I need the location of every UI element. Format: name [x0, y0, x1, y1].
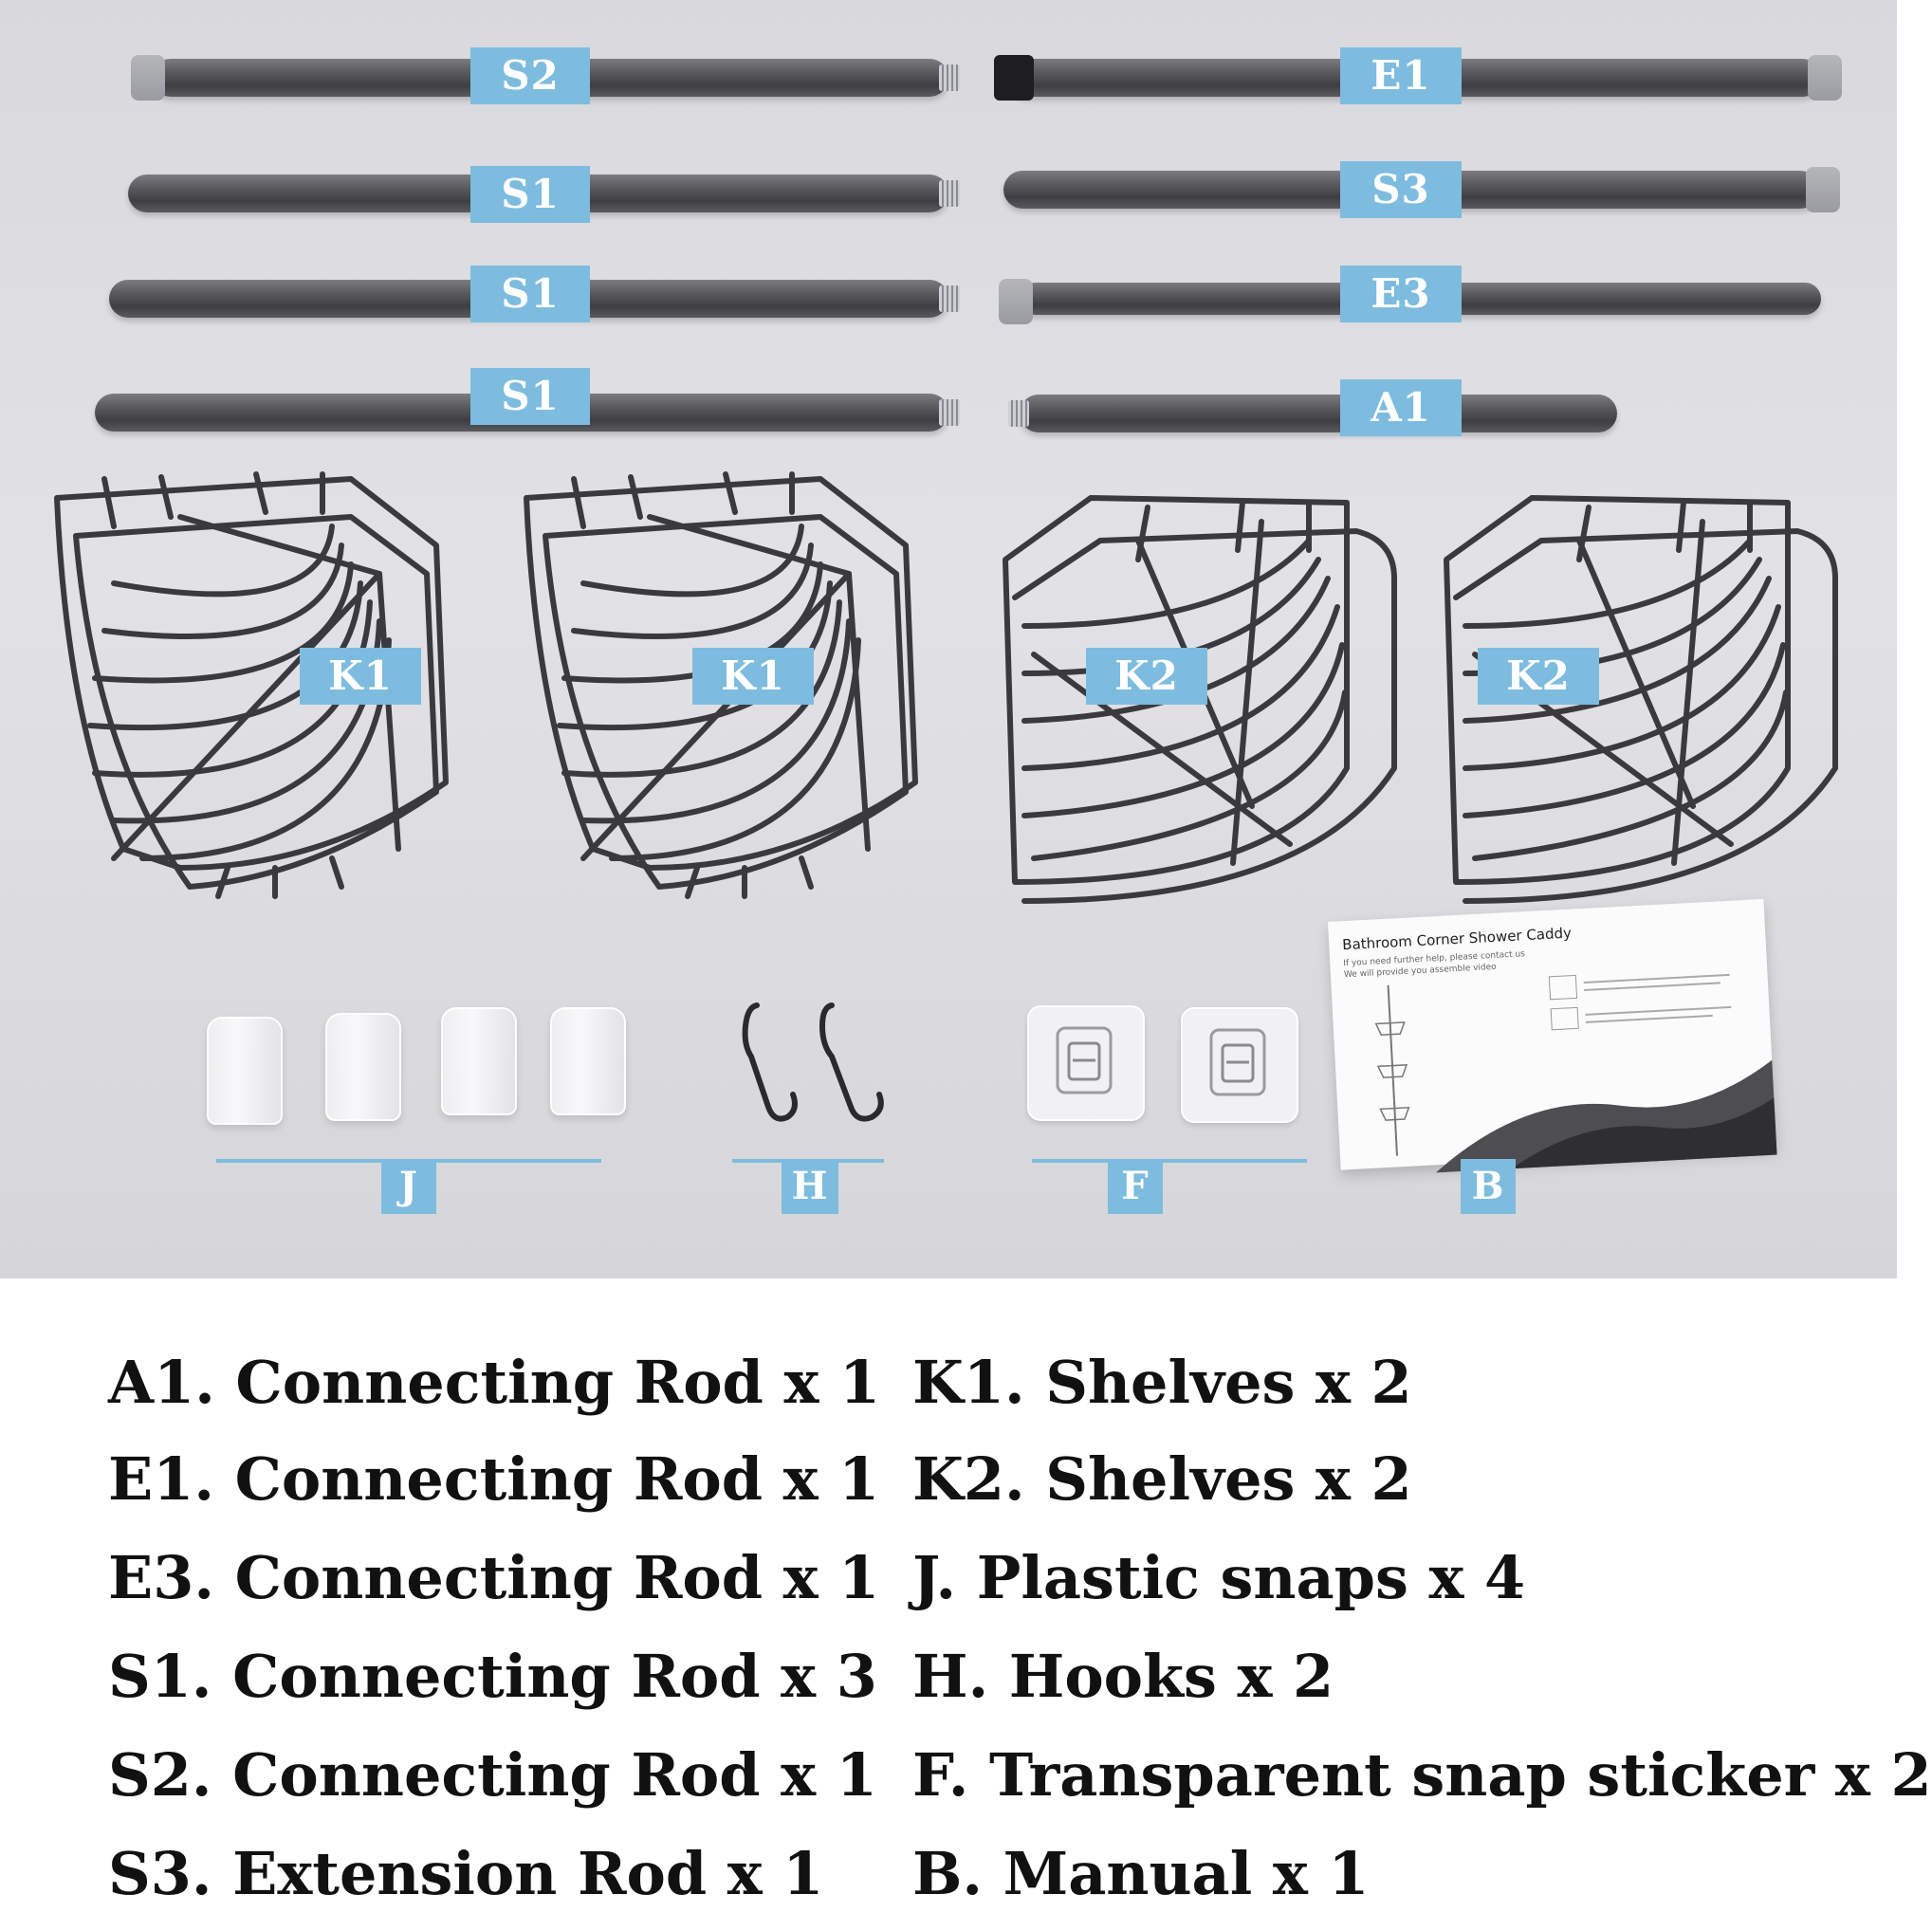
parts-legend: A1. Connecting Rod x 1 E1. Connecting Ro…	[0, 1278, 1932, 1908]
manual-booklet: Bathroom Corner Shower Caddy If you need…	[1328, 898, 1777, 1173]
manual-title: Bathroom Corner Shower Caddy	[1341, 924, 1573, 954]
rod-a1	[1008, 395, 1617, 432]
manual-illustration	[1374, 984, 1410, 1156]
rod-thread	[939, 64, 960, 91]
hook-icon	[819, 1002, 884, 1122]
plastic-snap	[550, 1007, 626, 1115]
rod-end-cap	[1806, 167, 1840, 212]
snap-sticker	[1181, 1007, 1298, 1123]
tag-h: H	[782, 1159, 838, 1214]
legend-item-b: B. Manual x 1	[912, 1839, 1370, 1908]
tag-k1-b: K1	[692, 648, 814, 705]
tag-s2: S2	[470, 47, 590, 104]
group-underline-f	[1032, 1159, 1307, 1163]
tag-s1-a: S1	[470, 166, 590, 223]
plastic-snap	[207, 1017, 283, 1125]
legend-item-s2: S2. Connecting Rod x 1	[108, 1740, 877, 1810]
rod-thread	[939, 399, 960, 426]
tag-k2-b: K2	[1478, 648, 1599, 705]
tag-k1-a: K1	[300, 648, 421, 705]
legend-item-e3: E3. Connecting Rod x 1	[108, 1543, 880, 1612]
rod-thread	[939, 285, 960, 312]
snap-sticker	[1027, 1005, 1145, 1121]
rod-thread	[939, 180, 960, 207]
legend-item-f: F. Transparent snap sticker x 2	[912, 1740, 1932, 1810]
rod-end-cap	[999, 279, 1033, 324]
rod-end-cap	[1808, 55, 1842, 101]
plastic-snap	[441, 1007, 517, 1115]
tag-a1: A1	[1340, 379, 1462, 436]
shelf-k1-a	[54, 471, 449, 899]
tag-j: J	[381, 1159, 436, 1214]
product-photo: S2 E1 S1 S3 S1 E3 S1 A1	[0, 0, 1897, 1278]
tag-k2-a: K2	[1086, 648, 1207, 705]
legend-item-k1: K1. Shelves x 2	[912, 1348, 1412, 1417]
tag-e1: E1	[1340, 47, 1462, 104]
legend-item-j: J. Plastic snaps x 4	[912, 1543, 1526, 1612]
tag-s1-c: S1	[470, 368, 590, 425]
legend-item-k2: K2. Shelves x 2	[912, 1444, 1412, 1514]
tag-b: B	[1461, 1159, 1516, 1214]
manual-info-table	[1548, 973, 1732, 1031]
sticker-clip-icon	[1056, 1026, 1113, 1094]
sticker-clip-icon	[1209, 1028, 1266, 1096]
legend-item-h: H. Hooks x 2	[912, 1642, 1334, 1711]
tag-s1-b: S1	[470, 266, 590, 322]
legend-item-a1: A1. Connecting Rod x 1	[108, 1348, 881, 1417]
shelf-k2-a	[1003, 495, 1397, 904]
rod-end-cap	[131, 55, 165, 101]
shelf-k1-b	[524, 471, 918, 899]
plastic-snap	[325, 1013, 401, 1121]
rod-thread	[1008, 400, 1029, 427]
tag-s3: S3	[1340, 161, 1462, 218]
adjust-knob-icon	[994, 55, 1034, 101]
tag-e3: E3	[1340, 266, 1462, 322]
legend-item-s3: S3. Extension Rod x 1	[108, 1839, 824, 1908]
tag-f: F	[1108, 1159, 1163, 1214]
legend-item-s1: S1. Connecting Rod x 3	[108, 1642, 877, 1711]
hook-icon	[742, 1002, 798, 1122]
legend-item-e1: E1. Connecting Rod x 1	[108, 1444, 880, 1514]
manual-wave-graphic	[1435, 1059, 1777, 1173]
